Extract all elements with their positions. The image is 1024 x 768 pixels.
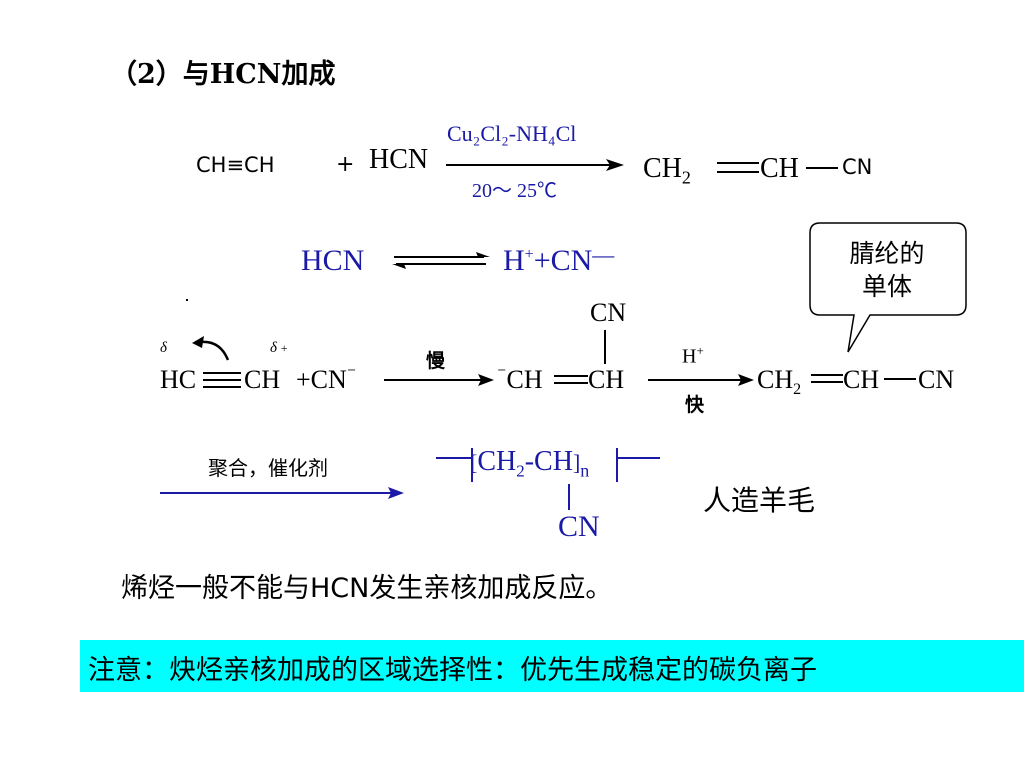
section-title: （2）与HCN加成 <box>110 59 336 90</box>
anion-cn-top: CN <box>590 298 627 327</box>
mech-ch: CH <box>244 365 281 394</box>
polymer-bracket-lines <box>436 448 660 510</box>
product-ch: CH <box>760 153 799 184</box>
polymerization-arrow <box>160 487 404 499</box>
regioselectivity-note: 注意：炔烃亲核加成的区域选择性：优先生成稳定的碳负离子 <box>88 655 817 686</box>
mech-product-cn: CN <box>918 365 955 394</box>
reactant-hcn: HCN <box>369 144 429 175</box>
delta-2: δ + <box>270 340 289 356</box>
callout-line-1: 腈纶的 <box>849 239 925 268</box>
triple-bond <box>203 372 241 388</box>
callout-line-2: 单体 <box>861 272 912 301</box>
polymerization-conditions: 聚合，催化剂 <box>208 456 328 480</box>
plus-sign: + <box>336 152 355 177</box>
artificial-wool-label: 人造羊毛 <box>703 484 816 517</box>
delta-1: δ <box>160 340 167 356</box>
mech-product-double-bond <box>811 374 843 383</box>
note-highlight-bar <box>80 640 1024 692</box>
eq-products: H++CN— <box>503 242 615 277</box>
mech-hc: HC <box>160 365 197 394</box>
catalyst-label: Cu₂Cl₂-NH₄Cl <box>447 121 577 146</box>
product-ch2: CH2 <box>643 153 691 188</box>
temperature-label: 20～ 25℃ <box>472 180 557 202</box>
mech-cn-ion: +CN⁻ <box>296 363 357 394</box>
callout-bubble <box>809 222 967 353</box>
slow-arrow <box>384 374 494 386</box>
alkene-statement: 烯烃一般不能与HCN发生亲核加成反应。 <box>121 573 613 604</box>
mech-product-single-bond <box>884 378 916 380</box>
anion-ch: CH <box>588 365 625 394</box>
slow-label: 慢 <box>426 350 446 372</box>
double-bond-1 <box>717 162 759 173</box>
reaction-arrow-1 <box>446 159 624 171</box>
anion-double-bond <box>554 375 588 384</box>
polymer-cn: CN <box>558 510 600 543</box>
anion-vertical-bond <box>604 330 606 364</box>
curved-arrow <box>192 336 230 361</box>
callout-text: 腈纶的 单体 <box>812 237 962 303</box>
mech-product-ch: CH <box>843 365 880 394</box>
mech-product-ch2: CH2 <box>757 365 802 399</box>
fast-arrow <box>648 374 754 386</box>
eq-hcn: HCN <box>301 244 365 277</box>
reactant-acetylene: CH≡CH <box>196 153 275 177</box>
h-plus-label: H+ <box>682 343 704 368</box>
fast-label: 快 <box>685 394 705 416</box>
single-bond-1 <box>806 167 838 169</box>
product-cn: CN <box>842 155 873 179</box>
polymer-repeat-unit: [CH2-CH]n <box>470 446 590 481</box>
equilibrium-arrows <box>392 252 490 269</box>
stray-dot <box>186 299 188 301</box>
anion-left: ⁻CH <box>497 363 543 394</box>
